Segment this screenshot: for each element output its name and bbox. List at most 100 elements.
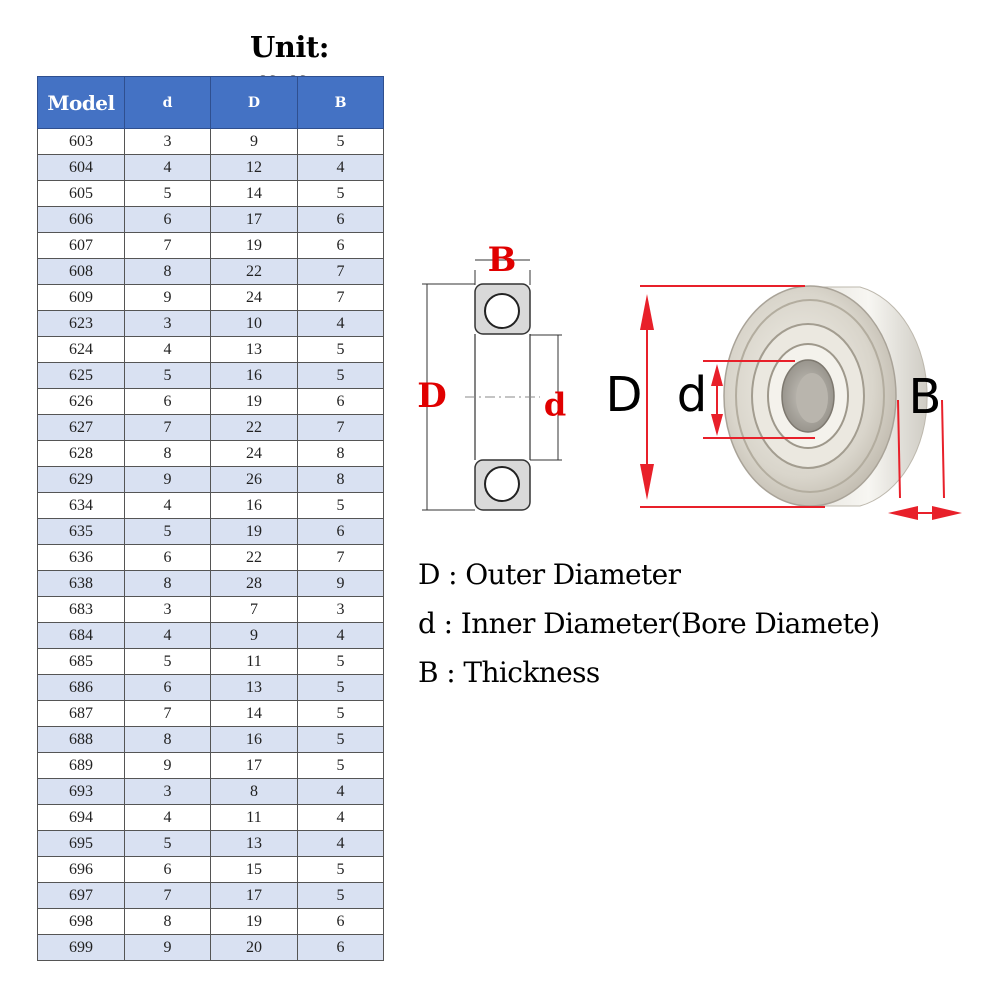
cell-thickness: 3 xyxy=(297,596,384,623)
cell-inner-diameter: 8 xyxy=(124,908,211,935)
cell-inner-diameter: 4 xyxy=(124,492,211,519)
cell-thickness: 5 xyxy=(297,128,384,155)
cell-model: 629 xyxy=(37,466,125,493)
cell-thickness: 5 xyxy=(297,856,384,883)
cell-inner-diameter: 7 xyxy=(124,700,211,727)
cell-outer-diameter: 12 xyxy=(210,154,298,181)
cell-model: 627 xyxy=(37,414,125,441)
cell-thickness: 7 xyxy=(297,258,384,285)
cell-inner-diameter: 7 xyxy=(124,882,211,909)
cell-model: 626 xyxy=(37,388,125,415)
header-outer-diameter: D xyxy=(210,76,298,129)
cell-model: 623 xyxy=(37,310,125,337)
cell-model: 687 xyxy=(37,700,125,727)
cell-model: 607 xyxy=(37,232,125,259)
cell-model: 608 xyxy=(37,258,125,285)
cell-thickness: 5 xyxy=(297,752,384,779)
cell-outer-diameter: 17 xyxy=(210,752,298,779)
cell-inner-diameter: 9 xyxy=(124,752,211,779)
cell-outer-diameter: 16 xyxy=(210,726,298,753)
cell-inner-diameter: 5 xyxy=(124,830,211,857)
cell-outer-diameter: 20 xyxy=(210,934,298,961)
cell-outer-diameter: 24 xyxy=(210,440,298,467)
section-label-small-d: d xyxy=(544,386,566,424)
cell-model: 688 xyxy=(37,726,125,753)
cell-thickness: 8 xyxy=(297,440,384,467)
legend-inner-diameter: d : Inner Diameter(Bore Diamete) xyxy=(418,607,880,640)
cell-thickness: 7 xyxy=(297,544,384,571)
cell-inner-diameter: 9 xyxy=(124,466,211,493)
cell-outer-diameter: 9 xyxy=(210,622,298,649)
cell-thickness: 5 xyxy=(297,726,384,753)
cell-inner-diameter: 6 xyxy=(124,206,211,233)
cell-thickness: 7 xyxy=(297,414,384,441)
section-label-big-d: D xyxy=(417,376,446,416)
cell-outer-diameter: 14 xyxy=(210,700,298,727)
cell-outer-diameter: 19 xyxy=(210,232,298,259)
dimension-legend: D : Outer Diameter d : Inner Diameter(Bo… xyxy=(418,555,880,702)
cell-outer-diameter: 17 xyxy=(210,206,298,233)
cell-thickness: 5 xyxy=(297,700,384,727)
cell-thickness: 4 xyxy=(297,778,384,805)
cell-model: 699 xyxy=(37,934,125,961)
cell-thickness: 5 xyxy=(297,180,384,207)
cell-thickness: 4 xyxy=(297,804,384,831)
cell-model: 696 xyxy=(37,856,125,883)
cell-outer-diameter: 14 xyxy=(210,180,298,207)
cell-model: 605 xyxy=(37,180,125,207)
cell-inner-diameter: 3 xyxy=(124,310,211,337)
cell-thickness: 6 xyxy=(297,206,384,233)
cell-outer-diameter: 19 xyxy=(210,388,298,415)
cell-thickness: 4 xyxy=(297,154,384,181)
cell-model: 604 xyxy=(37,154,125,181)
cell-model: 603 xyxy=(37,128,125,155)
cell-inner-diameter: 4 xyxy=(124,804,211,831)
cell-inner-diameter: 9 xyxy=(124,934,211,961)
cell-model: 635 xyxy=(37,518,125,545)
cell-thickness: 6 xyxy=(297,232,384,259)
section-label-b: B xyxy=(488,240,517,280)
cell-inner-diameter: 6 xyxy=(124,856,211,883)
cell-outer-diameter: 11 xyxy=(210,648,298,675)
cell-inner-diameter: 5 xyxy=(124,180,211,207)
cell-inner-diameter: 4 xyxy=(124,622,211,649)
cell-outer-diameter: 16 xyxy=(210,362,298,389)
cell-model: 638 xyxy=(37,570,125,597)
header-thickness: B xyxy=(297,76,384,129)
cell-model: 694 xyxy=(37,804,125,831)
cell-outer-diameter: 22 xyxy=(210,258,298,285)
cell-model: 634 xyxy=(37,492,125,519)
cell-outer-diameter: 16 xyxy=(210,492,298,519)
cell-outer-diameter: 8 xyxy=(210,778,298,805)
header-inner-diameter: d xyxy=(124,76,211,129)
cell-inner-diameter: 9 xyxy=(124,284,211,311)
cell-outer-diameter: 9 xyxy=(210,128,298,155)
cell-outer-diameter: 19 xyxy=(210,908,298,935)
bearing-body xyxy=(723,285,928,507)
cell-model: 684 xyxy=(37,622,125,649)
cell-thickness: 5 xyxy=(297,492,384,519)
cell-model: 606 xyxy=(37,206,125,233)
cell-outer-diameter: 17 xyxy=(210,882,298,909)
cell-thickness: 6 xyxy=(297,388,384,415)
